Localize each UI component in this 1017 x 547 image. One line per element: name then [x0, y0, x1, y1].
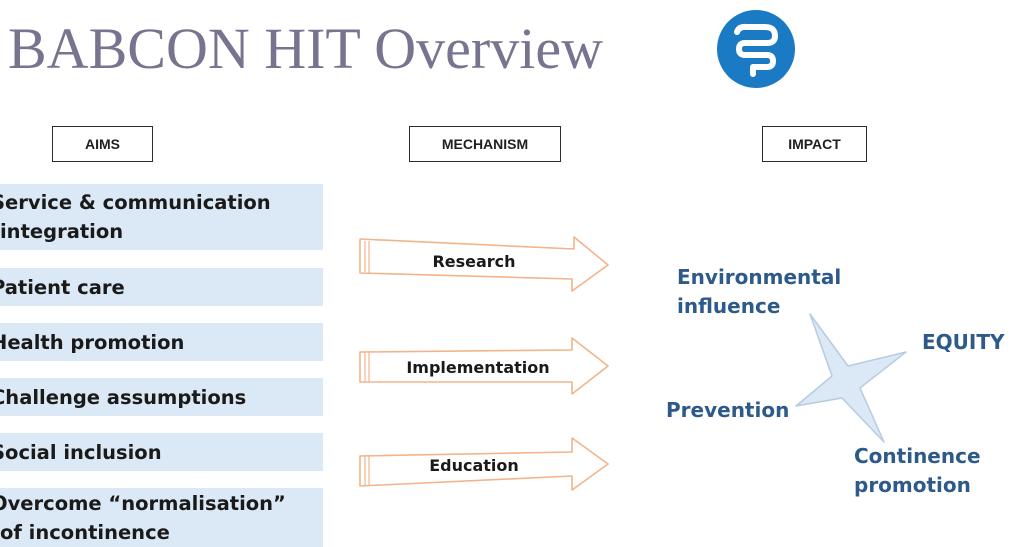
implementation-arrow: Implementation: [356, 336, 612, 396]
aim-challenge-assumptions: Challenge assumptions: [0, 378, 323, 416]
aim-health-promotion: Health promotion: [0, 323, 323, 361]
intestine-icon: [717, 10, 795, 88]
mechanism-header: MECHANISM: [409, 126, 561, 162]
education-arrow: Education: [356, 434, 612, 494]
aims-header: AIMS: [52, 126, 153, 162]
aim-label: Challenge assumptions: [0, 385, 247, 409]
impact-prevention: Prevention: [666, 398, 790, 422]
aim-label: Patient care: [0, 275, 125, 299]
page-title: BABCON HIT Overview: [8, 16, 603, 81]
impact-environmental-influence: Environmental influence: [677, 265, 842, 318]
aim-label: Social inclusion: [0, 440, 162, 464]
aim-label: Service & communication integration: [0, 191, 271, 243]
aim-label: Overcome “normalisation” of incontinence: [0, 491, 286, 544]
mechanism-label: Implementation: [406, 357, 550, 377]
aim-overcome-normalisation: Overcome “normalisation” of incontinence: [0, 488, 323, 547]
impact-header: IMPACT: [762, 126, 867, 162]
impact-continence-promotion: Continence promotion: [854, 444, 981, 497]
mechanism-label: Education: [429, 455, 519, 475]
mechanism-label: Research: [432, 252, 516, 271]
four-point-star-shape: [795, 313, 907, 443]
aim-service-communication: Service & communication integration: [0, 184, 323, 250]
research-arrow: Research: [356, 233, 612, 293]
aim-label: Health promotion: [0, 330, 185, 354]
aim-patient-care: Patient care: [0, 268, 323, 306]
impact-equity: EQUITY: [922, 330, 1005, 354]
aim-social-inclusion: Social inclusion: [0, 433, 323, 471]
